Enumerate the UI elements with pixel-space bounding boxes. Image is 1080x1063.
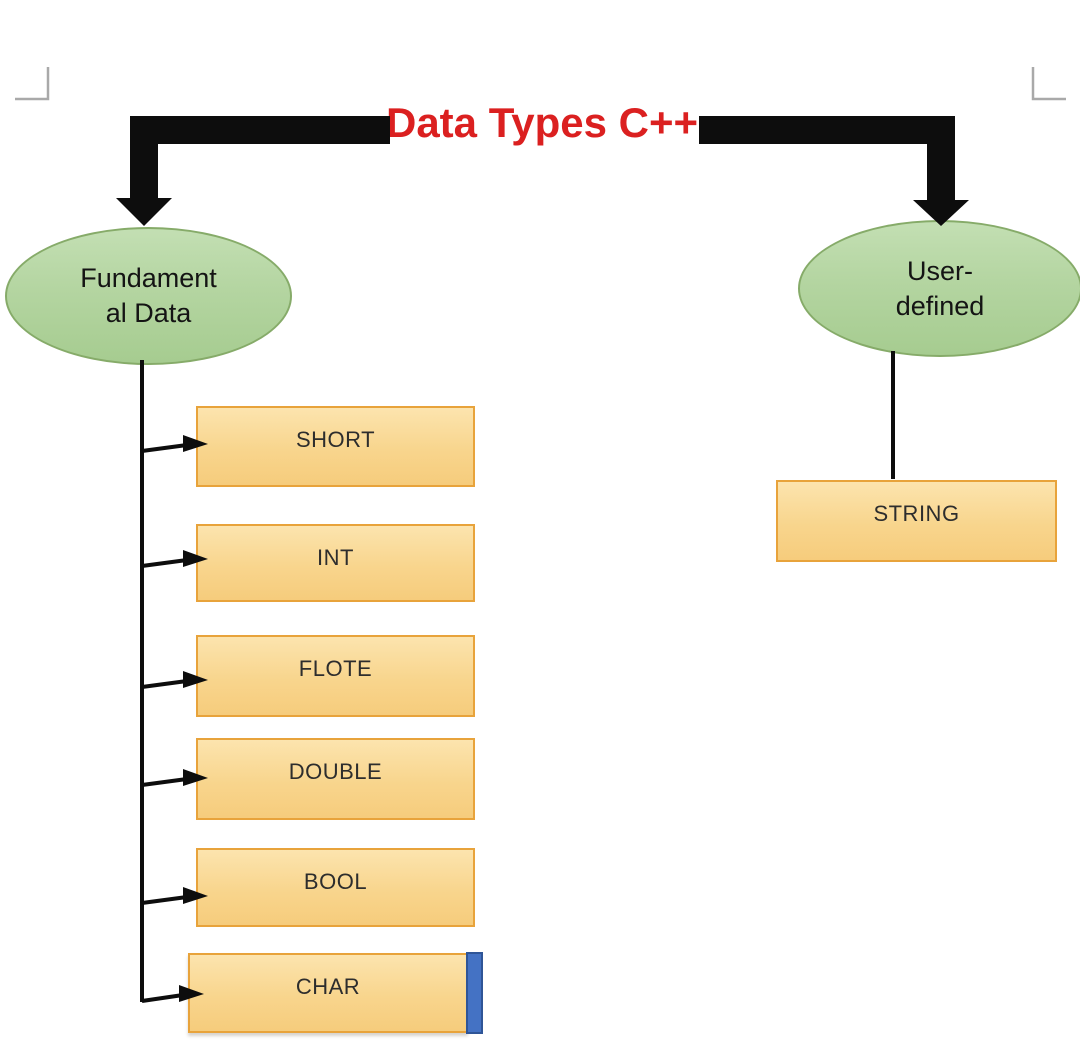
branch-line-short bbox=[141, 443, 188, 453]
corner-mark-top-left bbox=[15, 67, 50, 101]
selection-strip bbox=[466, 952, 483, 1034]
node-user-defined-line1: User- bbox=[907, 255, 973, 286]
branch-line-flote bbox=[141, 679, 188, 689]
node-short: SHORT bbox=[196, 406, 475, 487]
node-int: INT bbox=[196, 524, 475, 602]
branch-line-bool bbox=[141, 895, 188, 905]
node-double: DOUBLE bbox=[196, 738, 475, 820]
diagram-title: Data Types C++ bbox=[385, 99, 699, 146]
branch-line-char bbox=[141, 993, 184, 1003]
node-user-defined-line2: defined bbox=[895, 290, 985, 321]
node-string: STRING bbox=[776, 480, 1057, 562]
node-flote: FLOTE bbox=[196, 635, 475, 717]
node-bool: BOOL bbox=[196, 848, 475, 927]
node-user-defined: User- defined bbox=[798, 220, 1080, 357]
branch-line-int bbox=[141, 558, 188, 568]
node-fundamental-data-line1: Fundament bbox=[80, 263, 217, 293]
node-fundamental-data-line2: al Data bbox=[105, 298, 192, 328]
node-fundamental-data: Fundament al Data bbox=[5, 227, 292, 365]
corner-mark-top-right bbox=[1031, 67, 1066, 101]
branch-line-double bbox=[141, 777, 188, 787]
node-char: CHAR bbox=[188, 953, 468, 1033]
